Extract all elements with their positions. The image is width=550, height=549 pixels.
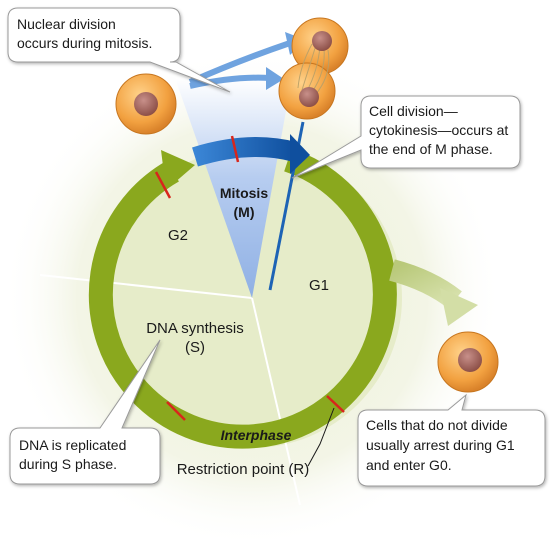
callout-g0-line1: Cells that do not divide bbox=[366, 417, 508, 433]
g1-label: G1 bbox=[309, 277, 329, 294]
callout-mitosis-line1: Nuclear division bbox=[17, 16, 116, 32]
interphase-ring bbox=[88, 148, 397, 449]
callout-cytokinesis-line1: Cell division— bbox=[369, 103, 458, 119]
g2-label: G2 bbox=[168, 227, 188, 244]
parent-cell bbox=[115, 73, 177, 135]
callout-g0-line3: and enter G0. bbox=[366, 457, 452, 473]
s-phase-label: DNA synthesis bbox=[146, 320, 244, 337]
g0-exit-arrowhead bbox=[440, 288, 478, 326]
ring-arrowhead bbox=[161, 150, 195, 190]
callout-cytokinesis-line2: cytokinesis—occurs at bbox=[369, 122, 508, 138]
s-phase-sublabel: (S) bbox=[185, 339, 205, 356]
callout-cytokinesis-line3: the end of M phase. bbox=[369, 141, 493, 157]
mitosis-sublabel: (M) bbox=[234, 204, 255, 220]
s-g1-divider bbox=[251, 297, 301, 506]
dividing-cells bbox=[278, 17, 349, 120]
callout-g0 bbox=[357, 393, 546, 487]
interphase-label: Interphase bbox=[221, 427, 292, 443]
restriction-point-mark bbox=[326, 395, 345, 413]
restriction-point-label: Restriction point (R) bbox=[177, 461, 310, 478]
callout-s-phase-line1: DNA is replicated bbox=[19, 437, 126, 453]
callout-cytokinesis bbox=[291, 95, 521, 179]
mitosis-wedge bbox=[175, 78, 292, 298]
mitosis-label: Mitosis bbox=[220, 185, 268, 201]
daughter-nucleus-lower bbox=[299, 87, 319, 107]
daughter-nucleus-upper bbox=[312, 31, 332, 51]
s-g2-divider bbox=[39, 274, 253, 299]
mitosis-arrowhead bbox=[290, 134, 310, 174]
callout-mitosis-line2: occurs during mitosis. bbox=[17, 35, 152, 51]
restriction-point-leader bbox=[307, 407, 335, 467]
callout-s-phase bbox=[9, 339, 161, 485]
callout-mitosis bbox=[7, 7, 231, 93]
s-checkpoint-mark bbox=[166, 401, 186, 421]
division-arrow-lower bbox=[189, 74, 271, 89]
division-arrowhead-lower bbox=[266, 67, 284, 90]
callout-s-phase-line2: during S phase. bbox=[19, 456, 117, 472]
mitosis-arrow bbox=[192, 137, 298, 167]
m-checkpoint-mark bbox=[230, 135, 240, 163]
g0-cell bbox=[437, 331, 499, 393]
g2-checkpoint-mark bbox=[154, 171, 172, 199]
callout-g0-line2: usually arrest during G1 bbox=[366, 437, 515, 453]
